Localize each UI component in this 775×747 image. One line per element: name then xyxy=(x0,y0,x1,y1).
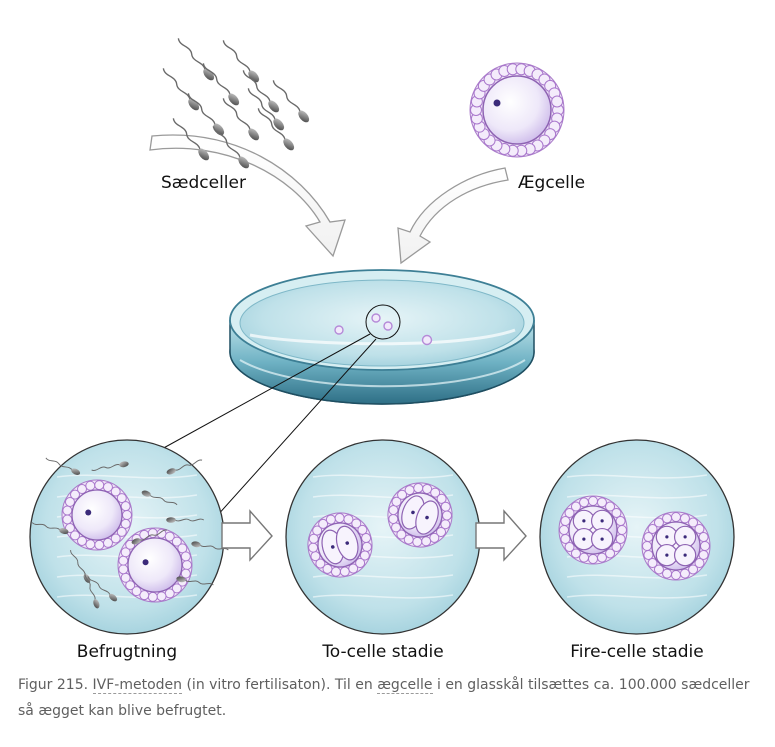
caption-prefix: Figur 215. xyxy=(18,677,93,693)
figure-caption: Figur 215. IVF-metoden (in vitro fertili… xyxy=(18,672,758,724)
stage-label-two-cell: To-celle stadie xyxy=(321,642,443,662)
glossary-link-ivf[interactable]: IVF-metoden xyxy=(92,677,183,694)
arrow-from-egg xyxy=(397,167,509,265)
sperm-label: Sædceller xyxy=(161,173,246,193)
stage-label-four-cell: Fire-celle stadie xyxy=(570,642,704,662)
circle-two-cell xyxy=(285,439,481,635)
caption-text-2: i en glasskål tilsættes ca. 100.000 sædc… xyxy=(18,677,750,719)
ivf-diagram: Sædceller Ægcelle Befrugtning To-celle s… xyxy=(29,38,735,662)
sperm-group xyxy=(162,38,310,169)
arrow-stage-2-3 xyxy=(475,509,527,562)
circle-fertilization xyxy=(29,439,225,635)
arrow-from-sperm xyxy=(149,134,346,258)
stage-label-fertilization: Befrugtning xyxy=(77,642,177,662)
glossary-link-aegcelle[interactable]: ægcelle xyxy=(377,677,433,694)
arrow-stage-1-2 xyxy=(221,509,273,562)
petri-dish xyxy=(229,269,535,405)
caption-text-1: (in vitro fertilisaton). Til en xyxy=(182,677,378,693)
egg-label: Ægcelle xyxy=(518,173,585,193)
circle-four-cell xyxy=(539,439,735,635)
zoom-line-right xyxy=(215,338,377,518)
zoom-line-left xyxy=(159,333,371,451)
egg-cell-illustration xyxy=(469,62,565,158)
